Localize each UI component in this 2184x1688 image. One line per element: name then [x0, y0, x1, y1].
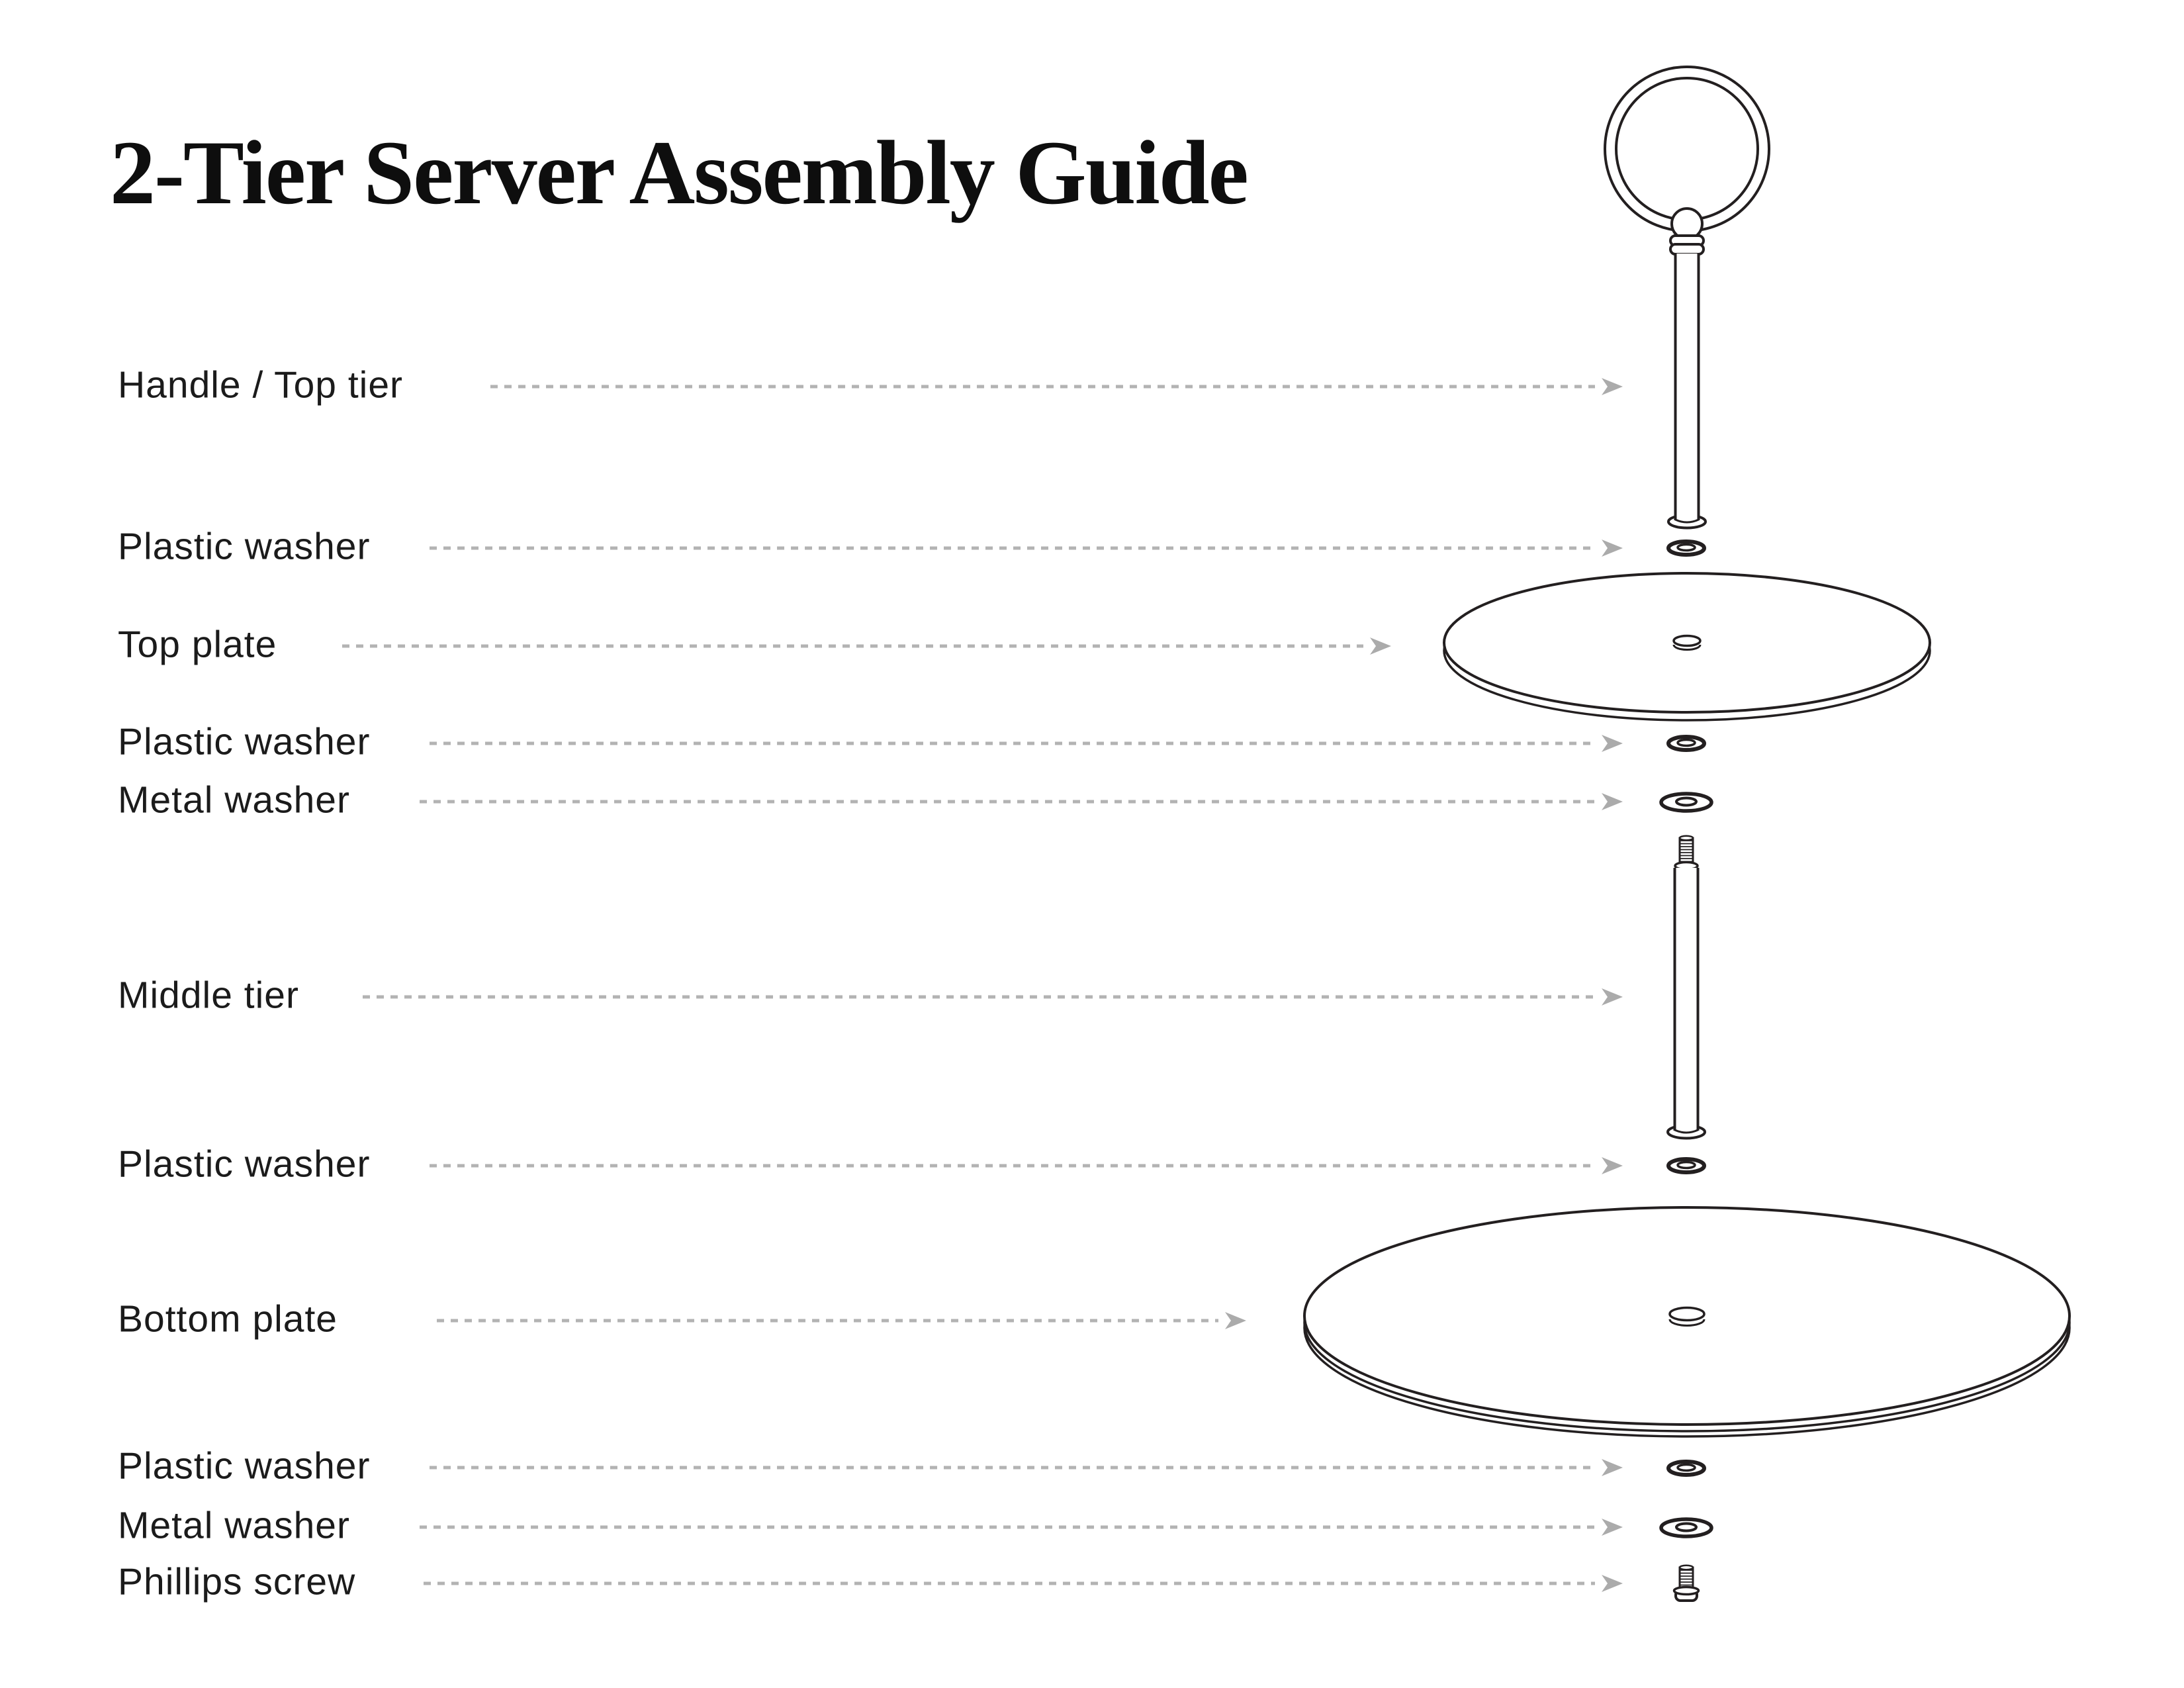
part-plastic-washer-3	[1666, 1157, 1706, 1174]
part-plastic-washer-4	[1666, 1460, 1706, 1477]
leader-metal-washer-1	[420, 793, 1623, 810]
leader-plastic-washer-2	[430, 735, 1623, 752]
part-metal-washer-2	[1659, 1517, 1713, 1538]
leader-plastic-washer-1	[430, 539, 1623, 557]
part-label-plastic-washer-4: Plastic washer	[118, 1444, 371, 1487]
part-label-phillips-screw: Phillips screw	[118, 1560, 356, 1603]
part-label-middle-tier: Middle tier	[118, 974, 299, 1017]
leader-arrowhead-icon	[1602, 1575, 1623, 1592]
leader-arrowhead-icon	[1602, 793, 1623, 810]
part-metal-washer-1	[1659, 792, 1713, 813]
part-label-top-plate: Top plate	[118, 623, 277, 666]
part-handle-top-tier	[1604, 66, 1770, 530]
leader-arrowhead-icon	[1370, 637, 1391, 655]
page-title: 2-Tier Server Assembly Guide	[110, 122, 1249, 223]
part-top-plate	[1443, 572, 1931, 722]
leader-arrowhead-icon	[1602, 735, 1623, 752]
leader-handle-top-tier	[490, 378, 1623, 395]
parts-group	[1303, 66, 2071, 1602]
leader-arrowhead-icon	[1602, 1157, 1623, 1174]
leader-arrowhead-icon	[1602, 539, 1623, 557]
leader-phillips-screw	[424, 1575, 1623, 1592]
part-label-handle-top-tier: Handle / Top tier	[118, 363, 404, 406]
part-label-metal-washer-1: Metal washer	[118, 778, 350, 821]
leader-arrowhead-icon	[1602, 1519, 1623, 1536]
part-label-plastic-washer-3: Plastic washer	[118, 1143, 371, 1186]
leader-arrowhead-icon	[1225, 1312, 1246, 1329]
part-middle-tier	[1666, 835, 1706, 1140]
part-plastic-washer-1	[1666, 539, 1706, 557]
part-label-bottom-plate: Bottom plate	[118, 1297, 338, 1340]
part-label-plastic-washer-2: Plastic washer	[118, 720, 371, 763]
part-plastic-washer-2	[1666, 735, 1706, 752]
part-phillips-screw	[1672, 1564, 1700, 1602]
leader-arrowhead-icon	[1602, 1459, 1623, 1476]
leader-lines-group	[342, 378, 1623, 1592]
leader-arrowhead-icon	[1602, 378, 1623, 395]
part-bottom-plate	[1303, 1206, 2071, 1438]
leader-plastic-washer-4	[430, 1459, 1623, 1476]
leader-top-plate	[342, 637, 1391, 655]
leader-bottom-plate	[437, 1312, 1246, 1329]
part-label-plastic-washer-1: Plastic washer	[118, 525, 371, 568]
leader-middle-tier	[363, 988, 1623, 1006]
leader-arrowhead-icon	[1602, 988, 1623, 1006]
part-label-metal-washer-2: Metal washer	[118, 1504, 350, 1547]
leader-plastic-washer-3	[430, 1157, 1623, 1174]
leader-metal-washer-2	[420, 1519, 1623, 1536]
